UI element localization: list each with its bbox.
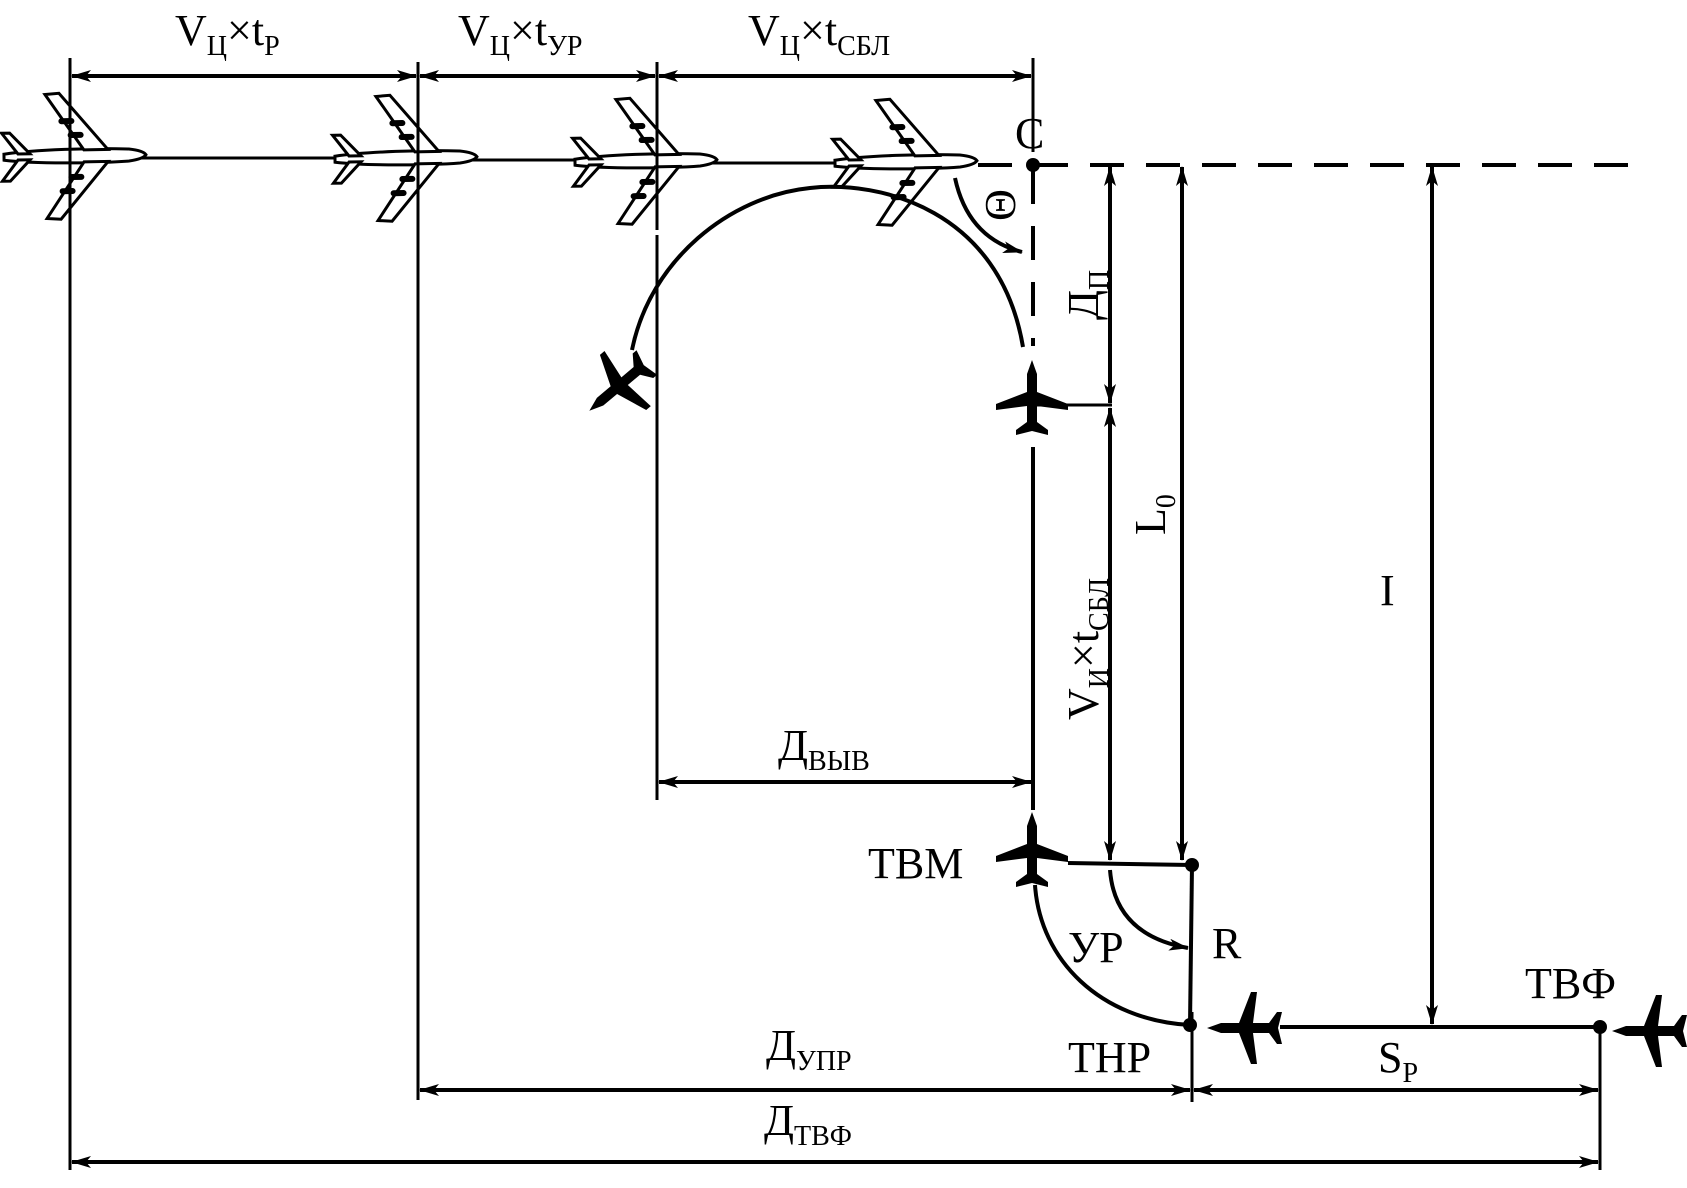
label-dtvf: ДТВФ: [764, 1096, 852, 1152]
label-dp: ДП: [1059, 270, 1115, 320]
angle-theta-arc: [953, 177, 1023, 254]
label-dupr: ДУПР: [766, 1021, 852, 1077]
label-tvf: ТВФ: [1525, 959, 1616, 1008]
fighter-aircraft-icon: [566, 334, 670, 439]
target-aircraft-icon: [830, 96, 980, 228]
angle-ur-arc: [1108, 869, 1189, 951]
target-aircraft-icon: [0, 90, 149, 222]
label-i: I: [1380, 566, 1395, 615]
label-tnr: ТНР: [1068, 1033, 1151, 1082]
label-sr: SР: [1378, 1033, 1418, 1089]
label-dvyv: ДВЫВ: [778, 721, 870, 777]
radius-r-line: [1188, 864, 1194, 1026]
label-ur: УР: [1068, 923, 1124, 972]
tvm-radius-line: [1067, 861, 1193, 867]
point-tvf: [1593, 1020, 1607, 1034]
label-vc-tr: VЦ×tР: [175, 6, 280, 62]
target-aircraft-icon: [570, 95, 720, 227]
extension-lines: [68, 58, 1602, 1170]
fighter-aircraft-icon: [996, 812, 1068, 887]
fighter-aircraft-icon: [1612, 995, 1687, 1067]
label-point-c: C: [1015, 109, 1044, 158]
label-tvm: ТВМ: [868, 839, 963, 888]
point-turn-center: [1185, 858, 1199, 872]
label-l0: L0: [1126, 494, 1182, 535]
label-r: R: [1212, 919, 1242, 968]
turn-arc: [1033, 884, 1191, 1027]
fighter-aircraft-icon: [996, 360, 1068, 435]
target-course-line: [118, 156, 1650, 167]
label-theta: Θ: [976, 189, 1025, 221]
point-tnr: [1183, 1018, 1197, 1032]
fighter-turn-trajectory: [630, 184, 1025, 351]
label-vc-tsbl: VЦ×tСБЛ: [748, 6, 890, 62]
point-c: [1026, 158, 1040, 172]
fighter-aircraft-icon: [1207, 992, 1282, 1064]
target-aircraft-icon: [330, 92, 480, 224]
label-vi-tsbl: VИ×tСБЛ: [1059, 578, 1115, 720]
label-vc-tur: VЦ×tУР: [458, 6, 582, 62]
